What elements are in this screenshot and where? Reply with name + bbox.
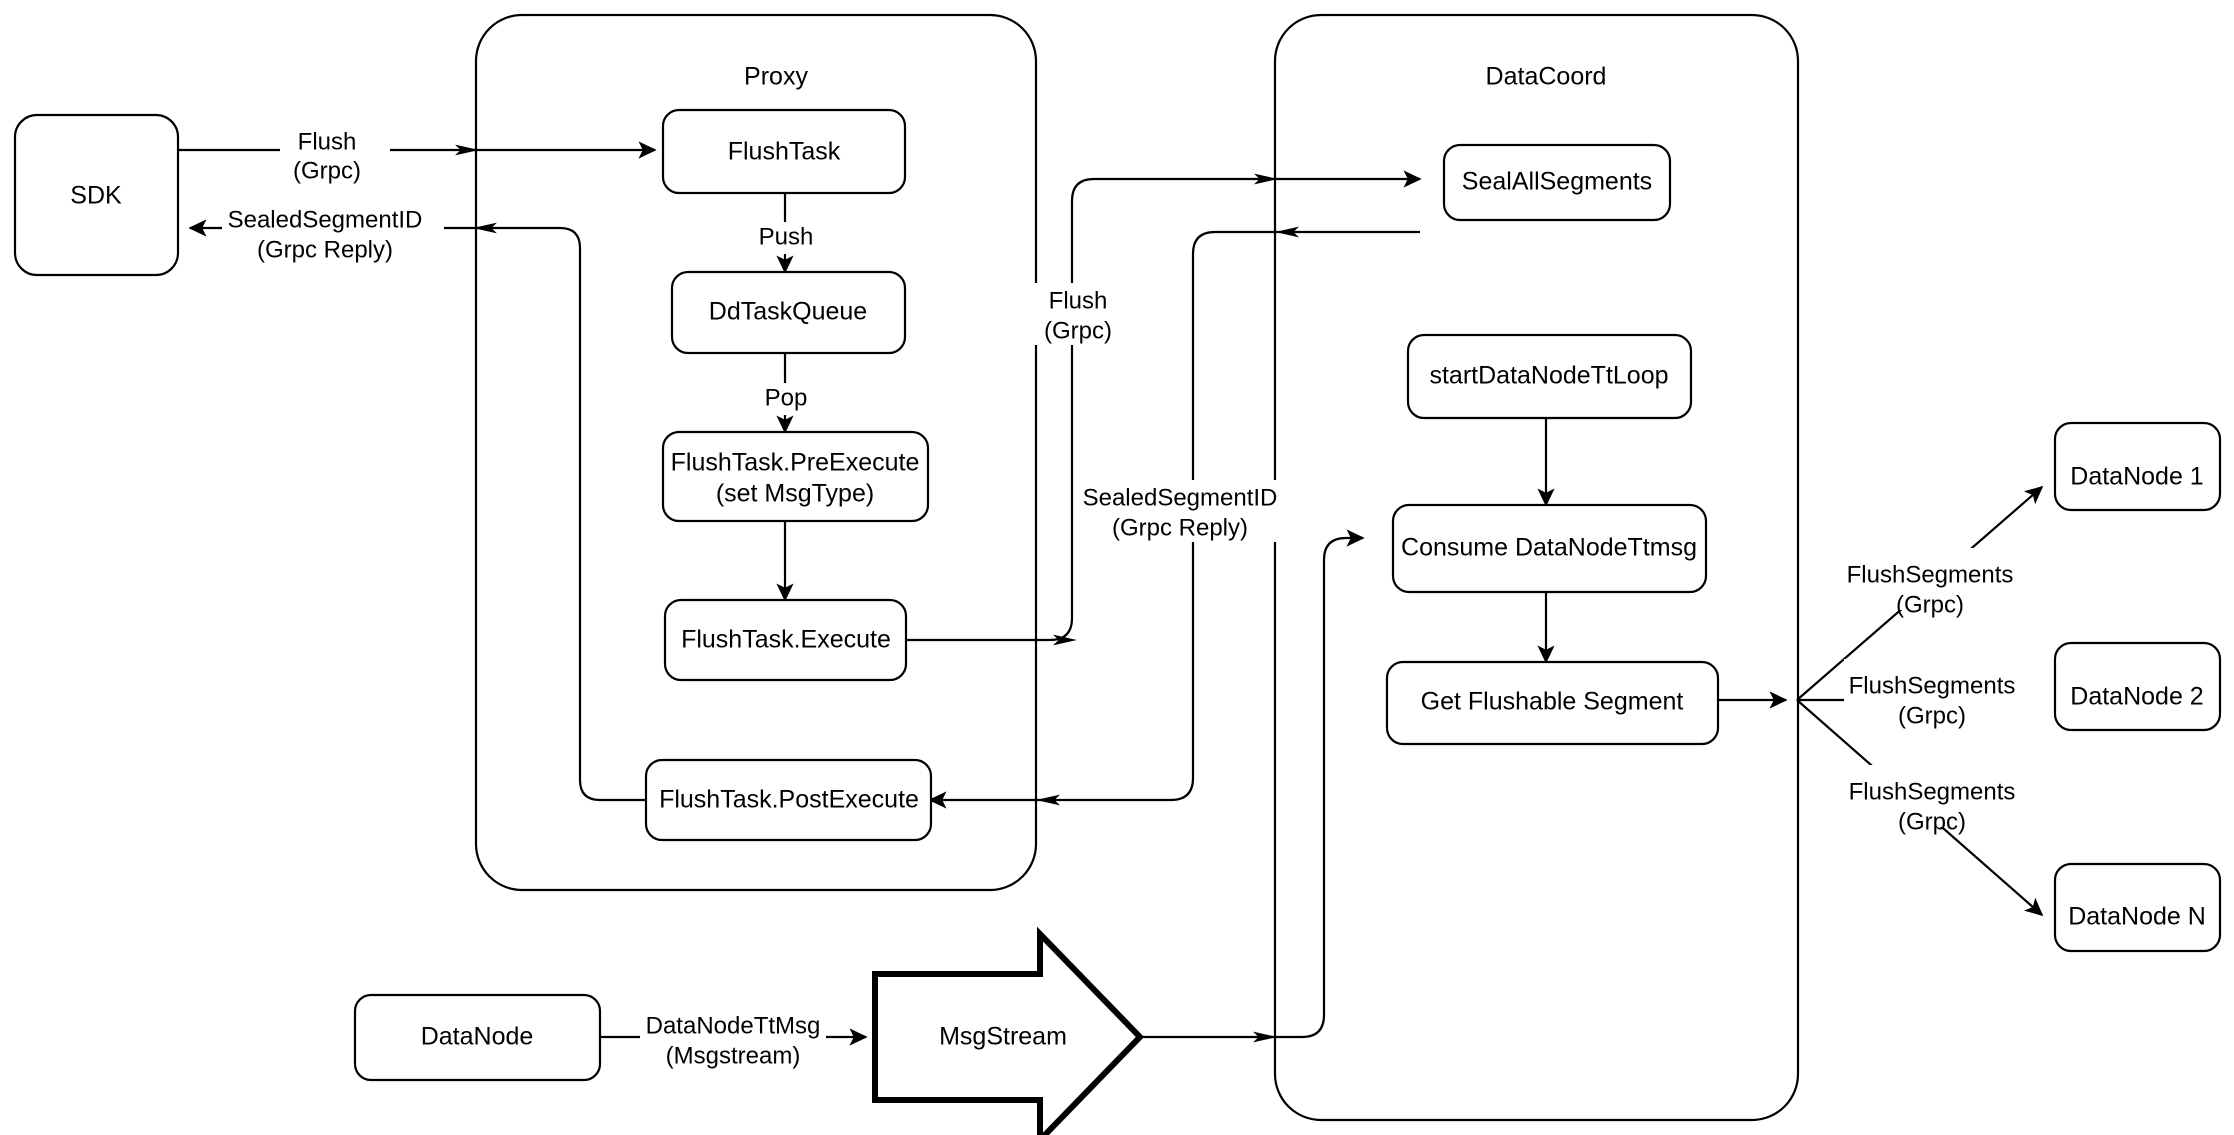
edge-label-sdk-to-proxy: Flush (Grpc) — [280, 125, 390, 187]
datanode1-label: DataNode 1 — [2070, 463, 2203, 491]
postexecute-box[interactable] — [644, 758, 933, 842]
edge-label-datanode-ttmsg: DataNodeTtMsg (Msgstream) — [640, 1010, 826, 1072]
sdk-label: SDK — [70, 182, 122, 210]
label-sealedsegmentid-coord-line2: (Grpc Reply) — [1112, 514, 1248, 541]
edge-label-proxy-to-coord: Flush (Grpc) — [1024, 283, 1124, 345]
edge-arrow-proxy-right-in — [1036, 794, 1060, 806]
label-flushsegments-n-line1: FlushSegments — [1849, 778, 2016, 805]
sdk-box[interactable] — [13, 113, 180, 277]
getflushable-label: Get Flushable Segment — [1421, 688, 1684, 716]
node-flushtask-preexecute[interactable]: FlushTask.PreExecute (set MsgType) — [661, 430, 930, 523]
sealallsegments-label: SealAllSegments — [1462, 168, 1652, 196]
edge-label-proxy-to-sdk: SealedSegmentID (Grpc Reply) — [222, 203, 444, 265]
edge-label-flushsegments-n: FlushSegments (Grpc) — [1844, 765, 2044, 835]
node-datanode-n[interactable]: DataNode N — [2053, 862, 2222, 953]
label-flushsegments-1-line1: FlushSegments — [1847, 561, 2014, 588]
getflushable-box[interactable] — [1385, 660, 1720, 746]
datacoord-container-label: DataCoord — [1486, 63, 1607, 91]
label-sealedsegmentid-line1: SealedSegmentID — [228, 206, 423, 233]
label-flushsegments-2-line1: FlushSegments — [1849, 672, 2016, 699]
postexecute-label: FlushTask.PostExecute — [659, 786, 919, 814]
proxy-container-label: Proxy — [744, 63, 808, 91]
label-datanodettmsg-line1: DataNodeTtMsg — [646, 1012, 821, 1039]
label-datanodettmsg-line2: (Msgstream) — [666, 1042, 801, 1069]
node-get-flushable-segment[interactable]: Get Flushable Segment — [1385, 660, 1720, 746]
label-flush-coord-line1: Flush — [1049, 287, 1108, 314]
preexecute-label-line1: FlushTask.PreExecute — [671, 449, 920, 477]
label-pop: Pop — [765, 384, 808, 411]
edge-label-flushsegments-2: FlushSegments (Grpc) — [1844, 659, 2044, 729]
preexecute-label-line2: (set MsgType) — [716, 480, 874, 508]
label-sealedsegmentid-line2: (Grpc Reply) — [257, 236, 393, 263]
consume-label: Consume DataNodeTtmsg — [1401, 534, 1697, 562]
label-sealedsegmentid-coord-line1: SealedSegmentID — [1083, 484, 1278, 511]
execute-label: FlushTask.Execute — [681, 626, 891, 654]
preexecute-box[interactable] — [661, 430, 930, 523]
node-sealallsegments[interactable]: SealAllSegments — [1442, 143, 1672, 222]
edge-label-coord-to-proxy: SealedSegmentID (Grpc Reply) — [1083, 480, 1286, 542]
label-flushsegments-2-line2: (Grpc) — [1898, 702, 1966, 729]
datanode-source-box[interactable] — [353, 993, 602, 1082]
label-push: Push — [759, 223, 814, 250]
edge-label-pop: Pop — [755, 383, 817, 415]
label-flushsegments-1-line2: (Grpc) — [1896, 591, 1964, 618]
node-flushtask-postexecute[interactable]: FlushTask.PostExecute — [644, 758, 933, 842]
flushtask-box[interactable] — [661, 108, 907, 195]
edge-label-push: Push — [750, 222, 822, 254]
flushtask-label: FlushTask — [728, 138, 841, 166]
node-datanode-2[interactable]: DataNode 2 — [2053, 641, 2222, 732]
label-flush-coord-line2: (Grpc) — [1044, 317, 1112, 344]
edge-execute-to-sealallsegments — [906, 170, 1422, 642]
edge-arrow-proxy-boundary-out — [473, 222, 497, 234]
edge-label-flushsegments-1: FlushSegments (Grpc) — [1844, 548, 2044, 618]
node-consume-datanode-ttmsg[interactable]: Consume DataNodeTtmsg — [1391, 503, 1708, 594]
ttloop-box[interactable] — [1406, 333, 1693, 420]
edge-arrow-datacoord-boundary-out — [1275, 226, 1299, 238]
container-proxy: Proxy — [474, 13, 1038, 892]
datanode2-box[interactable] — [2053, 641, 2222, 732]
sealallsegments-box[interactable] — [1442, 143, 1672, 222]
edge-arrow-datacoord-boundary-bottom-in — [1253, 1031, 1277, 1043]
ttloop-label: startDataNodeTtLoop — [1429, 362, 1668, 390]
datanoden-label: DataNode N — [2068, 903, 2206, 931]
node-sdk[interactable]: SDK — [13, 113, 180, 277]
edge-arrow-proxy-boundary-in — [455, 144, 479, 156]
edge-postexecute-to-sdk — [188, 219, 646, 802]
datacoord-container-outline — [1273, 13, 1800, 1122]
node-datanode-source[interactable]: DataNode — [353, 993, 602, 1082]
label-flushsegments-n-line2: (Grpc) — [1898, 808, 1966, 835]
node-start-datanode-ttloop[interactable]: startDataNodeTtLoop — [1406, 333, 1693, 420]
node-datanode-1[interactable]: DataNode 1 — [2053, 421, 2222, 512]
node-ddtaskqueue[interactable]: DdTaskQueue — [670, 270, 907, 355]
datanode1-box[interactable] — [2053, 421, 2222, 512]
label-flush-grpc-line2: (Grpc) — [293, 157, 361, 184]
proxy-container-outline — [474, 13, 1038, 892]
node-flushtask[interactable]: FlushTask — [661, 108, 907, 195]
node-msgstream[interactable]: MsgStream — [872, 926, 1145, 1135]
consume-box[interactable] — [1391, 503, 1708, 594]
msgstream-label: MsgStream — [939, 1023, 1067, 1051]
ddtaskqueue-box[interactable] — [670, 270, 907, 355]
edge-msgstream-to-consume — [1140, 529, 1365, 1039]
execute-box[interactable] — [663, 598, 908, 682]
msgstream-arrow-shape[interactable] — [872, 926, 1145, 1135]
node-flushtask-execute[interactable]: FlushTask.Execute — [663, 598, 908, 682]
datanode-source-label: DataNode — [421, 1023, 534, 1051]
container-datacoord: DataCoord — [1273, 13, 1800, 1122]
ddtaskqueue-label: DdTaskQueue — [709, 298, 867, 326]
label-flush-grpc-line1: Flush — [298, 128, 357, 155]
datanoden-box[interactable] — [2053, 862, 2222, 953]
edge-arrow-proxy-right-out — [1053, 634, 1077, 646]
datanode2-label: DataNode 2 — [2070, 683, 2203, 711]
edge-arrow-datacoord-boundary-in — [1254, 173, 1278, 185]
